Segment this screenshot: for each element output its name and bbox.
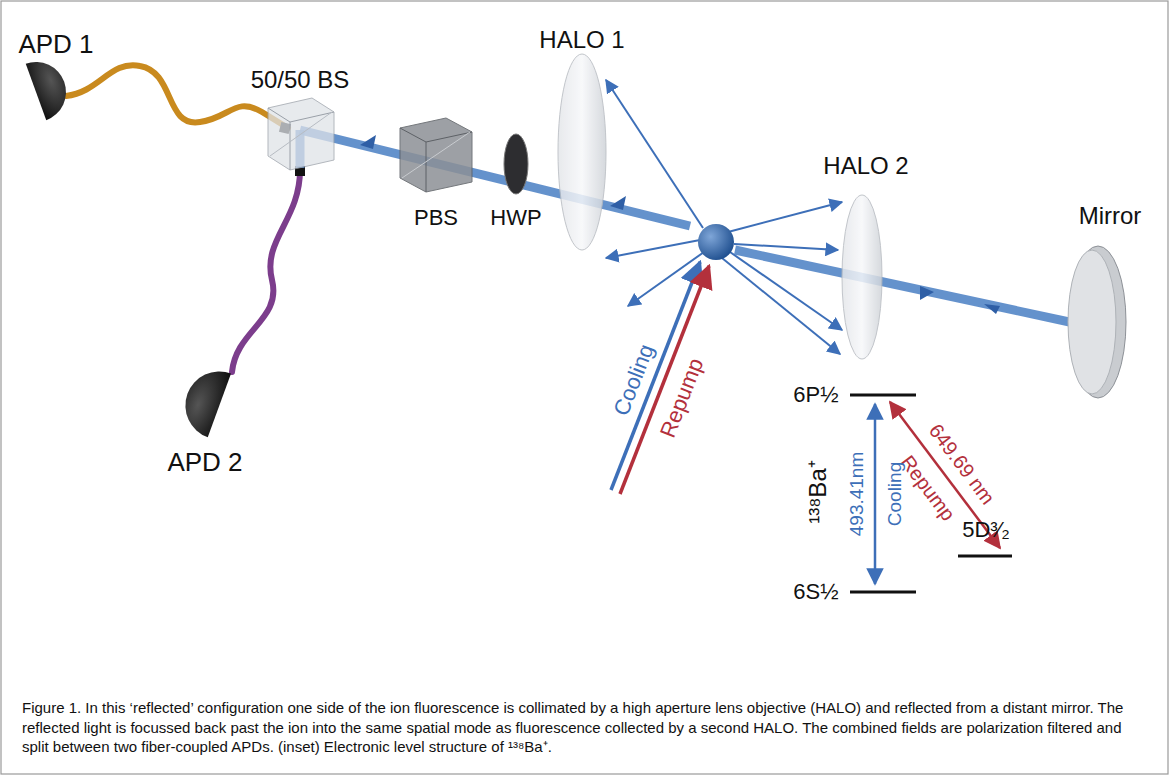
pbs-cube bbox=[400, 118, 472, 192]
figure-caption: Figure 1. In this ‘reflected’ configurat… bbox=[22, 698, 1147, 757]
half-wave-plate bbox=[504, 134, 528, 194]
fiber-purple bbox=[232, 170, 300, 372]
apd-detector bbox=[26, 54, 75, 121]
halo-lens bbox=[842, 195, 882, 359]
fluorescence-beam bbox=[735, 250, 1088, 326]
component-label: Mirror bbox=[1079, 204, 1142, 228]
energy-level-diagram bbox=[850, 395, 1012, 592]
component-label: APD 2 bbox=[167, 449, 242, 475]
halo-lens bbox=[558, 54, 606, 250]
beam-label: Repump bbox=[657, 355, 708, 440]
level-label: 5D³⁄₂ bbox=[962, 519, 1010, 541]
beam-label: Cooling bbox=[610, 341, 658, 419]
component-label: 50/50 BS bbox=[251, 68, 350, 92]
ion-species-label: ¹³⁸Ba⁺ bbox=[806, 460, 830, 523]
transition-label: 493.41nm bbox=[847, 452, 866, 537]
component-label: HALO 1 bbox=[539, 28, 624, 52]
beamsplitter-cube bbox=[268, 98, 334, 170]
level-label: 6S½ bbox=[793, 581, 838, 603]
apd-detector bbox=[176, 362, 231, 438]
fluorescence-rays bbox=[606, 80, 842, 354]
component-label: HWP bbox=[490, 207, 541, 229]
component-label: APD 1 bbox=[18, 31, 93, 57]
level-label: 6P½ bbox=[793, 384, 838, 406]
component-label: PBS bbox=[414, 207, 458, 229]
component-label: HALO 2 bbox=[823, 154, 908, 178]
transition-label: Cooling bbox=[885, 462, 904, 526]
ion bbox=[698, 224, 734, 260]
